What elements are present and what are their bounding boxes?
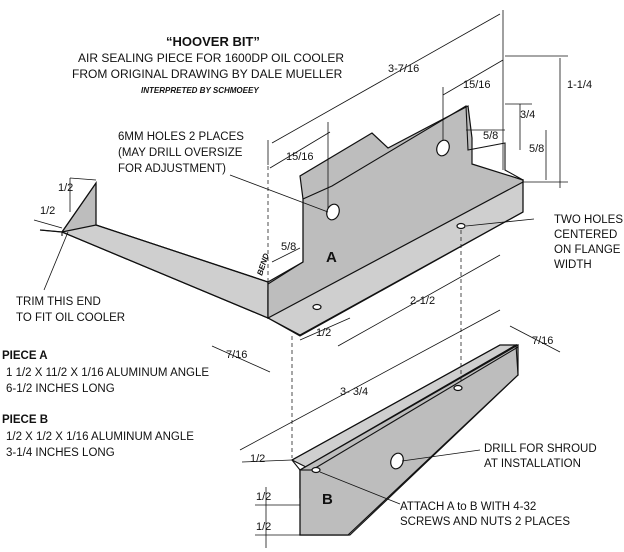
leader-two-holes xyxy=(465,218,535,227)
dim-1-2-lb-line xyxy=(33,219,63,229)
piece-a-profile xyxy=(267,105,524,285)
note-holes-2: (MAY DRILL OVERSIZE xyxy=(118,147,243,159)
note-two-holes-3: ON FLANGE xyxy=(554,244,621,256)
dim-1-2-left-bot: 1/2 xyxy=(40,205,55,217)
piece-a-line-1: 1 1/2 X 11/2 X 1/16 ALUMINUM ANGLE xyxy=(6,367,209,379)
dim-3-7-16: 3-7/16 xyxy=(388,63,419,75)
dim-5-8-right: 5/8 xyxy=(529,143,544,155)
credit-line: INTERPRETED BY SCHMOEEY xyxy=(141,86,259,95)
note-drill-1: DRILL FOR SHROUD xyxy=(484,443,597,455)
subtitle-line-2: FROM ORIGINAL DRAWING BY DALE MUELLER xyxy=(72,67,343,81)
subtitle-line-1: AIR SEALING PIECE FOR 1600DP OIL COOLER xyxy=(78,51,344,65)
piece-a-header: PIECE A xyxy=(2,350,48,362)
piece-b-line-2: 3-1/4 INCHES LONG xyxy=(6,447,115,459)
dim-15-16-top: 15/16 xyxy=(463,79,491,91)
dim-15-16-top-line xyxy=(442,59,504,96)
piece-b-edge-2 xyxy=(311,346,519,471)
piece-a-hole-lower xyxy=(326,203,340,221)
note-holes-3: FOR ADJUSTMENT) xyxy=(118,163,226,175)
dim-2-1-2: 2-1/2 xyxy=(410,295,435,307)
dim-3-3-4: 3- 3/4 xyxy=(340,386,368,398)
note-two-holes-4: WIDTH xyxy=(554,259,592,271)
piece-a-letter: A xyxy=(326,249,337,266)
dim-1-2-b-top: 1/2 xyxy=(250,453,265,465)
dim-7-16-a-line xyxy=(211,345,271,373)
leader-drill xyxy=(401,449,481,462)
piece-a-bottom-edge xyxy=(267,180,524,337)
dim-3-4: 3/4 xyxy=(520,109,535,121)
drawing-title: “HOOVER BIT” xyxy=(166,34,260,49)
dim-5-8-mid: 5/8 xyxy=(483,130,498,142)
dim-1-2-left-top: 1/2 xyxy=(58,182,73,194)
note-attach-1: ATTACH A to B WITH 4-32 xyxy=(400,501,536,513)
dim-5-8-bend-line xyxy=(271,247,301,263)
piece-b-header: PIECE B xyxy=(2,414,48,426)
leader-trim xyxy=(43,231,69,291)
dim-3-3-4-line xyxy=(239,309,501,451)
leader-holes xyxy=(229,174,329,213)
dim-7-16-a: 7/16 xyxy=(226,349,247,361)
leader-attach xyxy=(319,471,401,505)
dim-3-7-16-line xyxy=(271,13,501,144)
piece-a-flange-hole-1 xyxy=(456,222,466,230)
dim-7-16-b-line xyxy=(509,325,561,353)
note-two-holes-1: TWO HOLES xyxy=(554,214,623,226)
dim-5-8-bend: 5/8 xyxy=(281,241,296,253)
piece-a-left-top xyxy=(61,181,269,283)
dim-1-2-b-top-line xyxy=(241,459,293,463)
piece-b-hole-1 xyxy=(453,384,463,392)
note-trim-2: TO FIT OIL COOLER xyxy=(16,312,125,324)
piece-b-line-1: 1/2 X 1/2 X 1/16 ALUMINUM ANGLE xyxy=(6,431,194,443)
bend-label: BEND xyxy=(255,252,271,277)
dim-1-2-b-bot2: 1/2 xyxy=(256,521,271,533)
dim-1-2-flange-line xyxy=(299,317,351,341)
dim-7-16-b: 7/16 xyxy=(532,335,553,347)
note-holes-1: 6MM HOLES 2 PLACES xyxy=(118,131,244,143)
note-two-holes-2: CENTERED xyxy=(554,229,617,241)
piece-b-hole-2 xyxy=(311,466,321,474)
dim-1-2-b-bot1: 1/2 xyxy=(256,491,271,503)
note-trim-1: TRIM THIS END xyxy=(16,296,101,308)
piece-a-hole-upper xyxy=(436,139,450,157)
dim-1-1-4: 1-1/4 xyxy=(567,79,592,91)
dim-15-16-left-line xyxy=(269,131,331,169)
note-drill-2: AT INSTALLATION xyxy=(484,458,581,470)
dim-1-2-flange: 1/2 xyxy=(316,327,331,339)
piece-b-shroud-hole xyxy=(390,452,404,470)
piece-b-outline xyxy=(291,344,519,536)
dim-15-16-left: 15/16 xyxy=(286,151,314,163)
piece-a-flange-hole-2 xyxy=(312,303,322,311)
dim-1-2-lt-ext xyxy=(69,177,97,181)
note-attach-2: SCREWS AND NUTS 2 PLACES xyxy=(400,516,570,528)
piece-a-line-2: 6-1/2 INCHES LONG xyxy=(6,383,115,395)
piece-b-letter: B xyxy=(322,491,333,508)
dim-2-1-2-line xyxy=(337,254,501,347)
